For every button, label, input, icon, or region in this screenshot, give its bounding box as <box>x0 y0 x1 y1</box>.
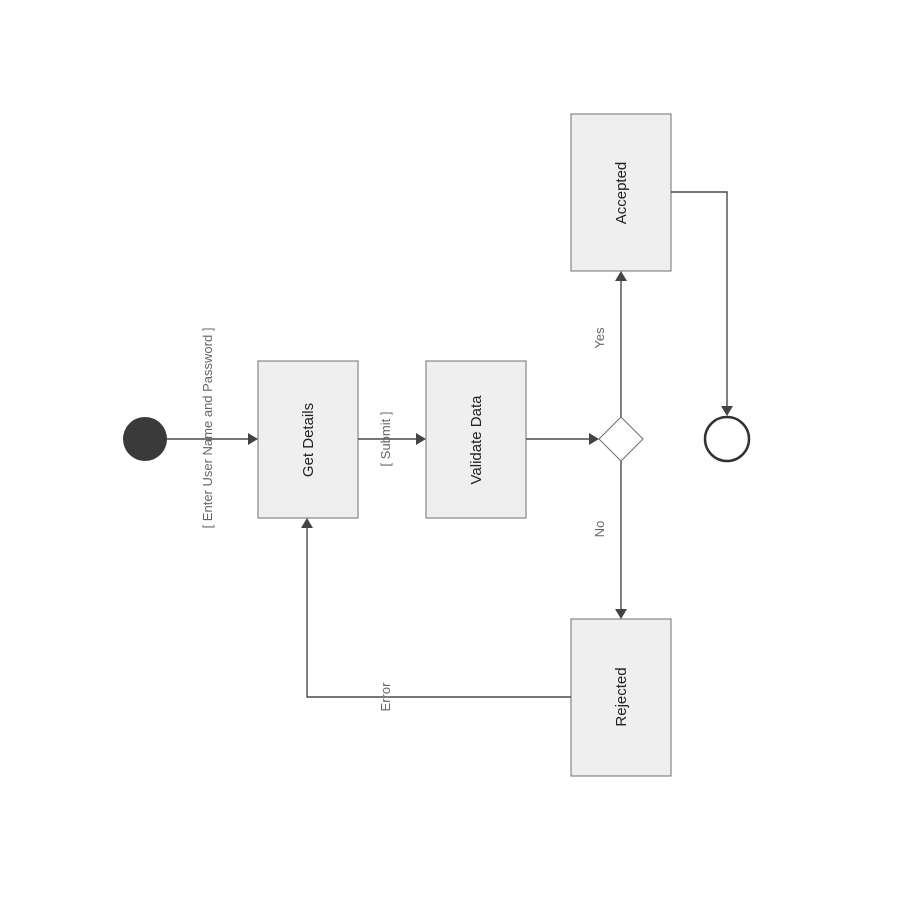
edge-accepted-to-end <box>671 191 728 408</box>
end-node[interactable] <box>703 415 751 463</box>
start-node[interactable] <box>123 417 167 461</box>
node-accepted-label: Accepted <box>613 162 630 225</box>
node-accepted[interactable]: Accepted <box>570 113 672 272</box>
node-validate-data[interactable]: Validate Data <box>425 360 527 519</box>
arrowhead-icon <box>615 609 627 619</box>
arrowhead-icon <box>248 433 258 445</box>
arrowhead-icon <box>301 518 313 528</box>
edge-label-enter-credentials: [ Enter User Name and Password ] <box>200 328 215 529</box>
edge-label-no: No <box>592 521 607 538</box>
node-rejected-label: Rejected <box>613 667 630 726</box>
arrowhead-icon <box>589 433 599 445</box>
node-validate-data-label: Validate Data <box>468 395 485 485</box>
edge-label-yes: Yes <box>592 327 607 349</box>
edge-rejected-to-get-details <box>306 526 571 698</box>
arrowhead-icon <box>721 406 733 416</box>
node-get-details[interactable]: Get Details <box>257 360 359 519</box>
node-rejected[interactable]: Rejected <box>570 618 672 777</box>
edge-label-submit: [ Submit ] <box>378 412 393 467</box>
arrowhead-icon <box>615 271 627 281</box>
edge-label-error: Error <box>378 682 393 712</box>
node-get-details-label: Get Details <box>300 403 317 477</box>
decision-node[interactable] <box>598 416 644 462</box>
arrowhead-icon <box>416 433 426 445</box>
